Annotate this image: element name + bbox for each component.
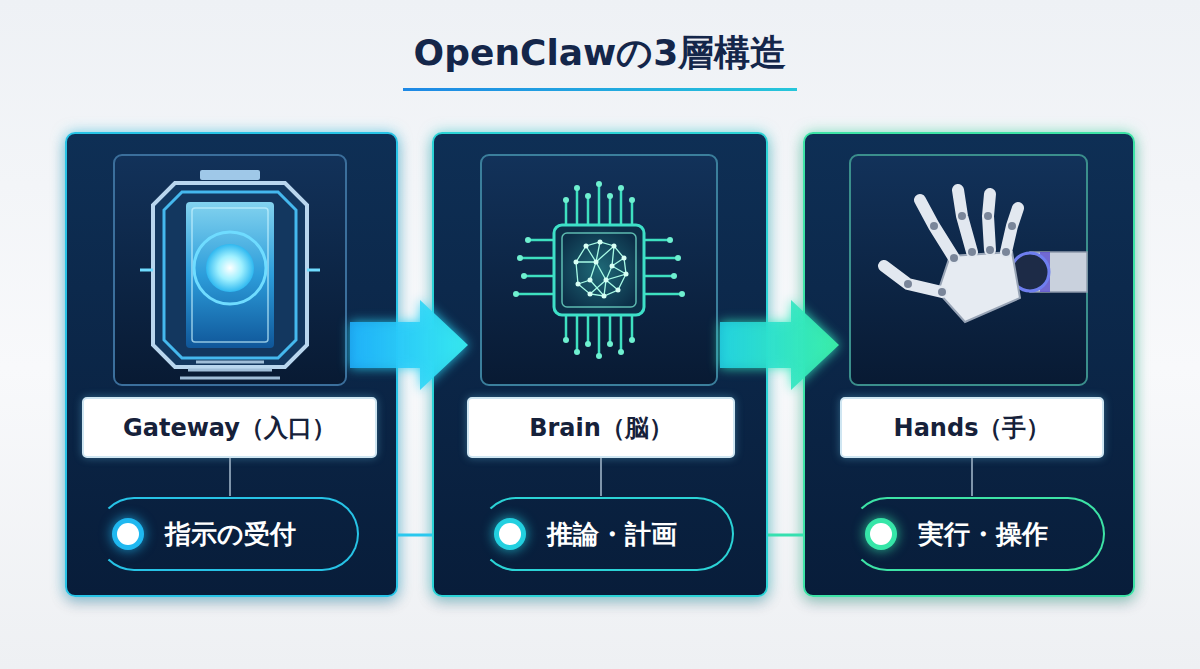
role-text: 指示の受付 bbox=[165, 499, 296, 569]
layer-name: Gateway（入口） bbox=[123, 412, 336, 444]
stem-line bbox=[600, 458, 602, 496]
label-box: Gateway（入口） bbox=[82, 397, 377, 458]
title-underline bbox=[403, 88, 797, 91]
role-text: 推論・計画 bbox=[547, 499, 677, 569]
role-text: 実行・操作 bbox=[918, 499, 1048, 569]
label-box: Brain（脳） bbox=[467, 397, 735, 458]
role-pill: 推論・計画 bbox=[479, 497, 734, 571]
role-pill: 指示の受付 bbox=[97, 497, 359, 571]
layer-panel: Brain（脳） 推論・計画 bbox=[432, 132, 768, 597]
diagram-title: OpenClawの3層構造 bbox=[0, 30, 1200, 76]
label-box: Hands（手） bbox=[840, 397, 1104, 458]
status-dot bbox=[117, 523, 139, 545]
layer-name: Hands（手） bbox=[894, 412, 1051, 444]
status-dot bbox=[499, 523, 521, 545]
layer-panel: Gateway（入口） 指示の受付 bbox=[65, 132, 398, 597]
status-dot bbox=[870, 523, 892, 545]
role-pill: 実行・操作 bbox=[850, 497, 1105, 571]
stem-line bbox=[971, 458, 973, 496]
connector-line bbox=[768, 534, 803, 537]
connector-line bbox=[398, 534, 432, 537]
layer-name: Brain（脳） bbox=[529, 412, 673, 444]
stem-line bbox=[229, 458, 231, 496]
layer-panel: Hands（手） 実行・操作 bbox=[803, 132, 1135, 597]
